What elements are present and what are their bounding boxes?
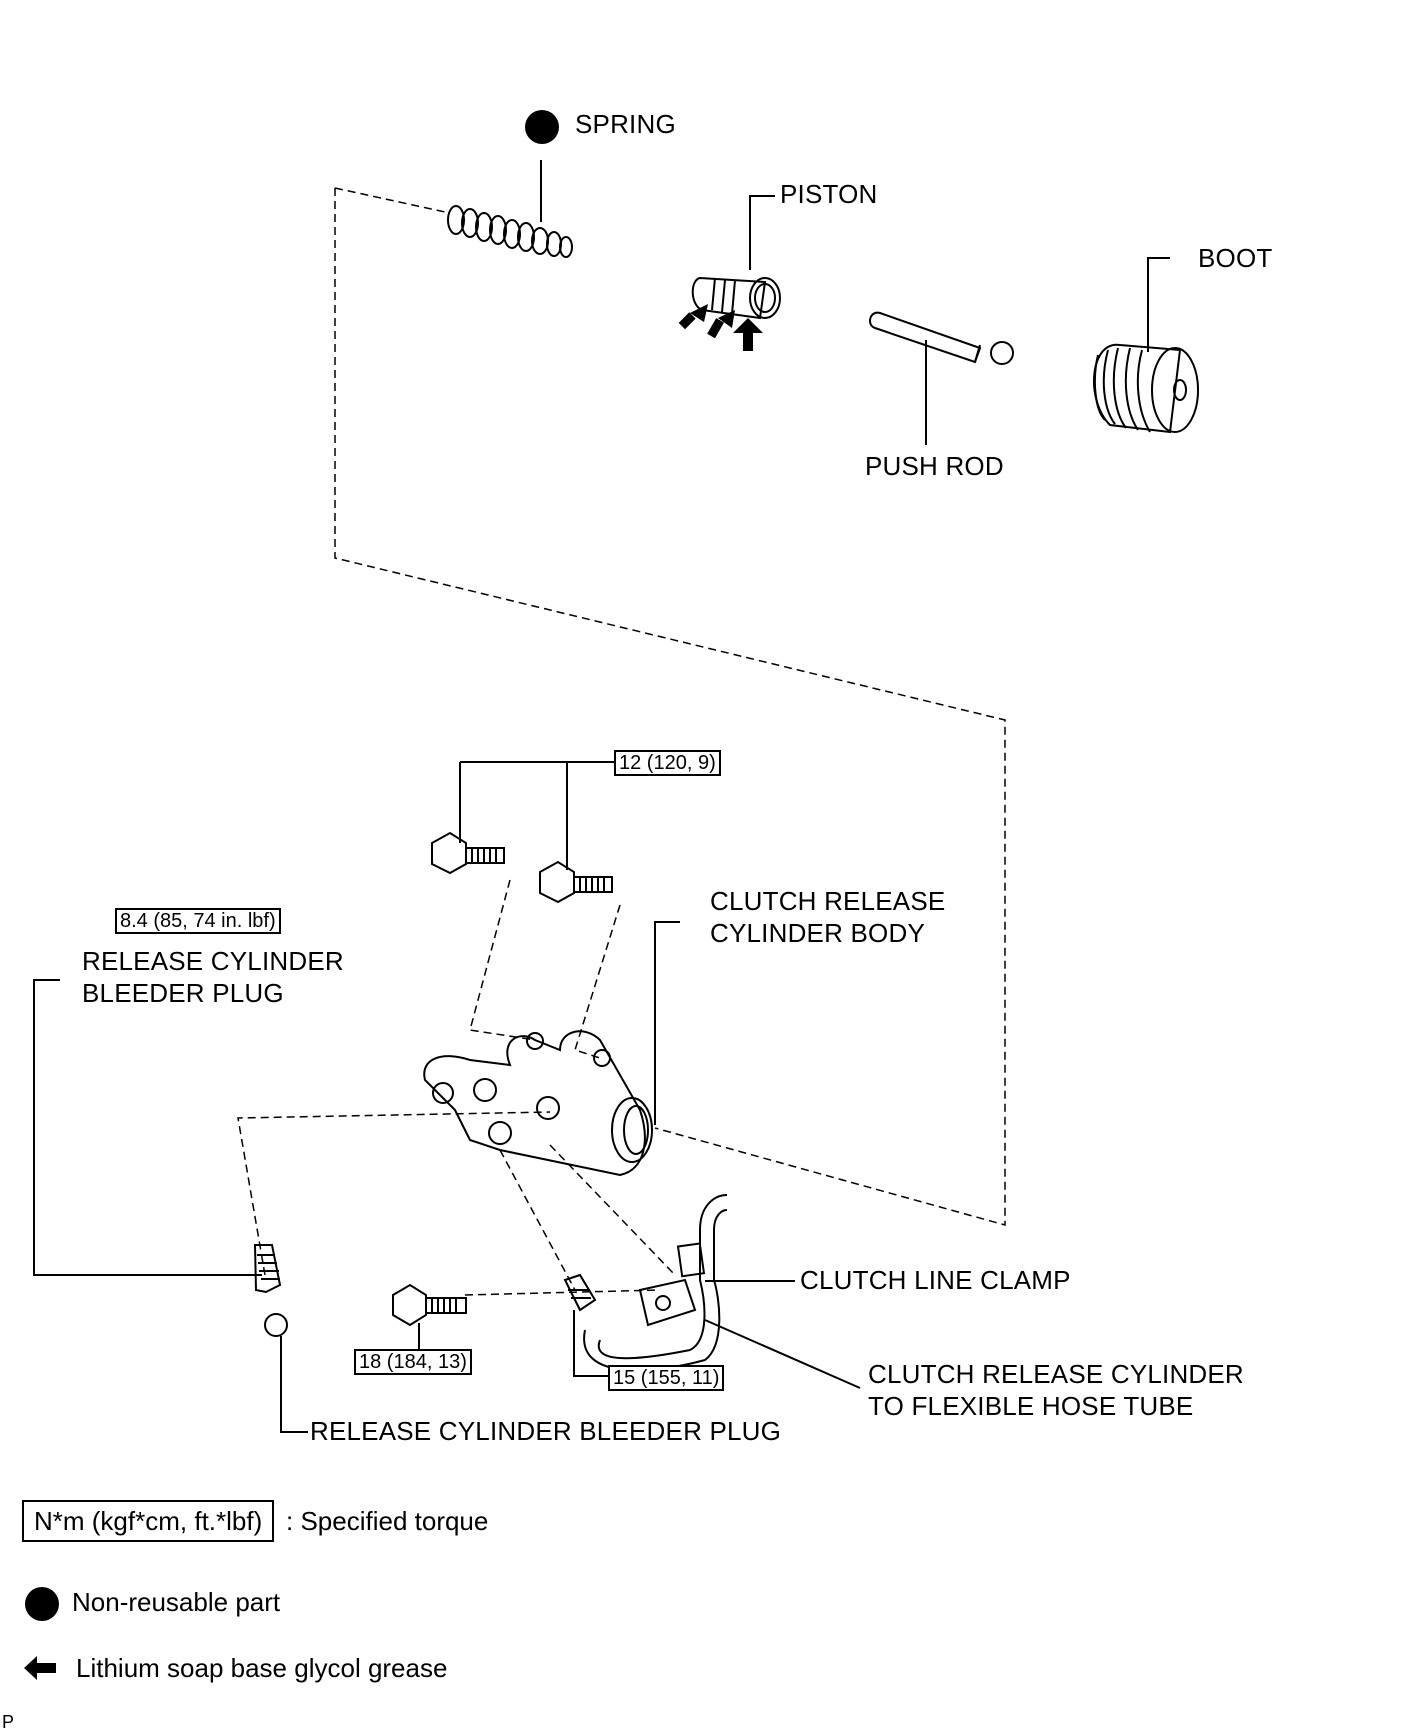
legend-grease: Lithium soap base glycol grease	[76, 1653, 448, 1683]
boot-part	[1093, 343, 1199, 434]
torque-bleeder-plug: 8.4 (85, 74 in. lbf)	[115, 908, 281, 934]
piston-part	[691, 276, 781, 320]
bleeder-lower-leader	[280, 1336, 308, 1433]
push-rod-part	[868, 311, 1014, 365]
cylinder-body-part	[423, 1030, 653, 1177]
tube-nut-leader	[573, 1310, 608, 1377]
legend-grease-arrow-icon	[24, 1656, 56, 1680]
label-cylinder-body-2: CYLINDER BODY	[710, 918, 925, 948]
legend-torque-desc: : Specified torque	[286, 1506, 489, 1536]
legend-non-reusable: Non-reusable part	[72, 1587, 281, 1617]
label-bleeder-plug-lower: RELEASE CYLINDER BLEEDER PLUG	[310, 1416, 782, 1446]
hose-tube-leader	[704, 1319, 861, 1389]
non-reusable-mark-spring	[525, 110, 559, 144]
label-piston: PISTON	[780, 179, 878, 209]
label-spring: SPRING	[575, 109, 676, 139]
label-bleeder-plug-1: RELEASE CYLINDER	[82, 946, 344, 976]
label-push-rod: PUSH ROD	[865, 451, 1004, 481]
spring-part	[447, 205, 573, 258]
legend-non-reusable-icon	[25, 1587, 59, 1621]
grease-arrows	[678, 304, 763, 351]
boot-leader-line	[1147, 257, 1170, 352]
torque-body-bolts: 12 (120, 9)	[614, 750, 721, 776]
label-clutch-line-clamp: CLUTCH LINE CLAMP	[800, 1265, 1071, 1295]
hose-tube-part	[563, 1194, 728, 1372]
label-boot: BOOT	[1198, 243, 1273, 273]
bolt-upper-left	[431, 831, 505, 875]
body-leader-line	[654, 921, 680, 1125]
alignment-dashed-lines	[237, 187, 1006, 1296]
bleeder-upper-leader	[33, 979, 262, 1276]
label-hose-tube-2: TO FLEXIBLE HOSE TUBE	[868, 1391, 1194, 1421]
label-cylinder-body-1: CLUTCH RELEASE	[710, 886, 946, 916]
footer-mark: P	[2, 1712, 15, 1732]
label-bleeder-plug-2: BLEEDER PLUG	[82, 978, 284, 1008]
piston-leader-line	[749, 195, 775, 270]
bolt-upper-right	[539, 860, 613, 904]
torque-clamp-bolt: 18 (184, 13)	[354, 1349, 472, 1375]
legend-torque-box: N*m (kgf*cm, ft.*lbf)	[22, 1500, 275, 1542]
label-hose-tube-1: CLUTCH RELEASE CYLINDER	[868, 1359, 1244, 1389]
clamp-bolt-part	[392, 1283, 467, 1327]
bleeder-plug-part	[253, 1244, 288, 1337]
torque-tube-nut: 15 (155, 11)	[608, 1365, 725, 1391]
